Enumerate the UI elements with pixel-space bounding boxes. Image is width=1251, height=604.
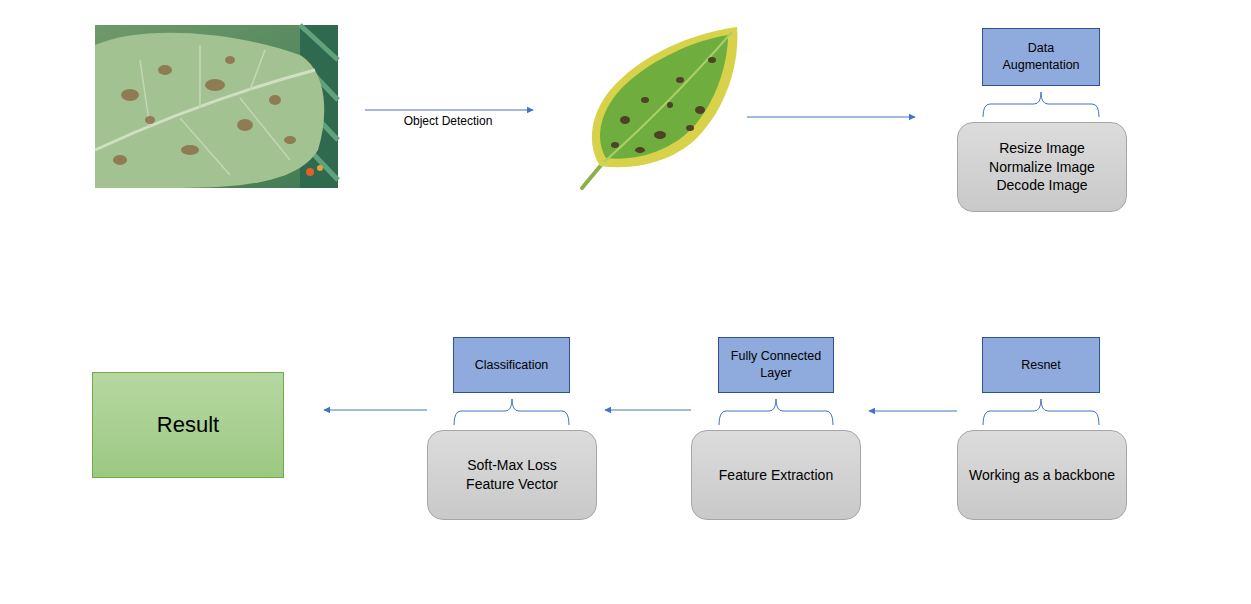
- flow-arrow: [747, 117, 915, 118]
- photo-ground: [95, 25, 338, 188]
- step-title-box: Classification: [453, 337, 570, 393]
- step-title-box: Fully Connected Layer: [718, 337, 834, 393]
- step-detail-box: Feature Extraction: [691, 430, 861, 520]
- curly-bracket: [983, 92, 1099, 117]
- leaf-stem: [582, 164, 602, 188]
- leaf-spots: [611, 57, 716, 153]
- node-text: Feature Vector: [466, 475, 558, 494]
- tomato-dot: [317, 165, 323, 171]
- arrow-label: Object Detection: [404, 114, 493, 128]
- flow-connector: [324, 410, 427, 411]
- flow-arrow: [365, 110, 533, 111]
- brackets: [454, 92, 1099, 425]
- node-text: Fully Connected Layer: [725, 348, 827, 382]
- node-text: Feature Extraction: [719, 466, 833, 485]
- photo-leaf: [95, 33, 324, 188]
- node-text: Data Augmentation: [989, 40, 1093, 74]
- node-text: Decode Image: [996, 176, 1087, 195]
- leaf-vein: [140, 45, 290, 175]
- node-text: Working as a backbone: [969, 466, 1115, 485]
- curly-bracket: [454, 399, 569, 425]
- node-text: Result: [157, 412, 219, 438]
- step-detail-box: Working as a backbone: [957, 430, 1127, 520]
- flow-connector: [605, 410, 691, 411]
- connectors: [324, 410, 957, 411]
- leaf-vein: [604, 32, 732, 162]
- node-text: Soft-Max Loss: [467, 456, 556, 475]
- curly-bracket: [719, 399, 833, 425]
- leaf-body: [600, 35, 728, 159]
- step-title-box: Data Augmentation: [982, 28, 1100, 86]
- leaf-cutout: [582, 27, 737, 188]
- node-text: Resnet: [1021, 357, 1061, 374]
- curly-bracket: [983, 399, 1099, 425]
- node-text: Classification: [475, 357, 549, 374]
- step-detail-box: Resize ImageNormalize ImageDecode Image: [957, 122, 1127, 212]
- flow-connector: [869, 411, 957, 412]
- leaf-vein: [95, 70, 315, 150]
- leaf-edge: [592, 27, 738, 167]
- tomato-dot: [306, 168, 314, 176]
- node-text: Normalize Image: [989, 158, 1095, 177]
- step-detail-box: Soft-Max LossFeature Vector: [427, 430, 597, 520]
- leaf-photo: [95, 25, 338, 188]
- leaf-spots: [113, 56, 296, 165]
- result-box: Result: [92, 372, 284, 478]
- node-text: Resize Image: [999, 139, 1085, 158]
- step-title-box: Resnet: [982, 337, 1100, 393]
